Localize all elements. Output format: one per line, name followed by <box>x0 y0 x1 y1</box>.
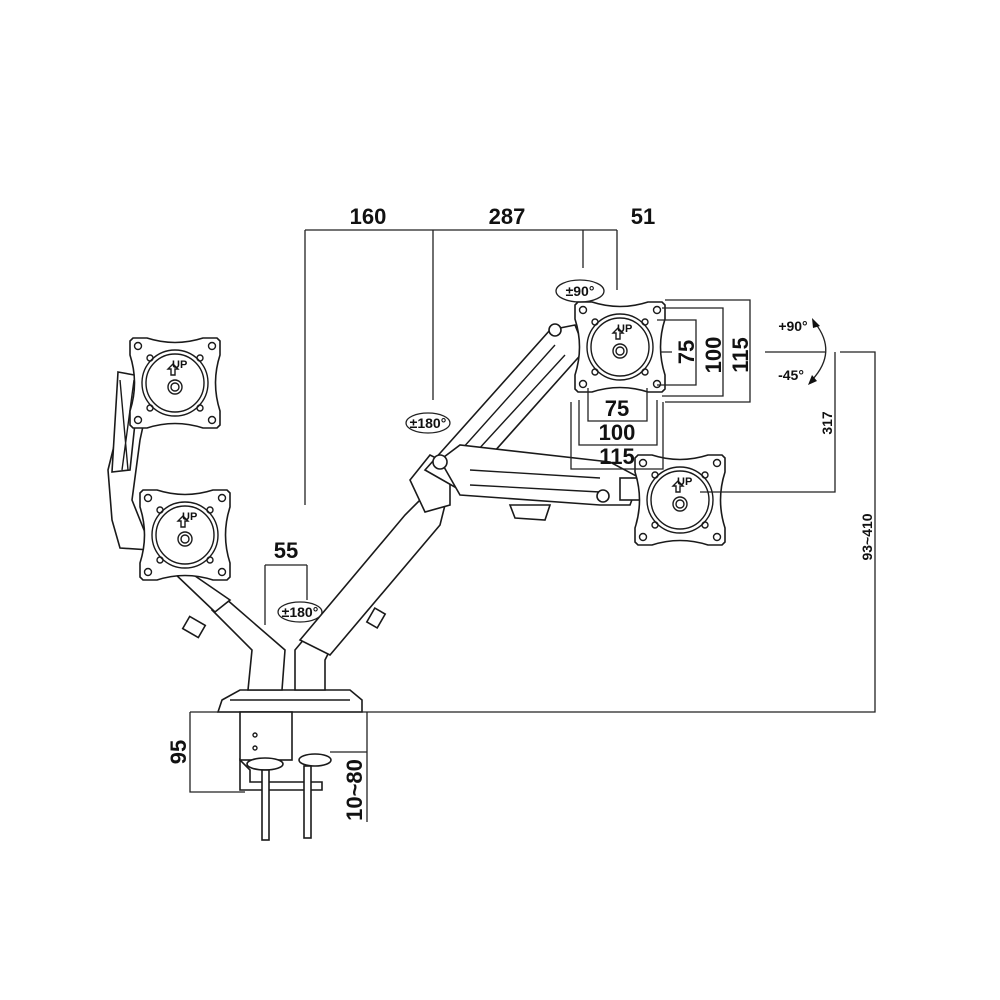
plate-up-label: UP <box>172 359 187 371</box>
tilt-down-label: -45° <box>778 367 804 383</box>
pole-gap-dimension: 55 <box>264 538 308 625</box>
plate-up-label: UP <box>182 511 197 523</box>
vesa-h-115-label: 115 <box>599 444 635 469</box>
vesa-horizontal-dimensions: 75 100 115 <box>570 388 664 470</box>
rotate-plate-label: ±90° <box>566 283 595 299</box>
vesa-plate-right-top <box>574 301 666 393</box>
vesa-v-75-label: 75 <box>674 340 699 364</box>
vesa-plate-left-top <box>129 337 221 429</box>
tilt-indicator: +90° -45° <box>765 318 827 385</box>
swivel-arm-label: ±180° <box>410 415 447 431</box>
height-dimensions: 317 93~410 <box>340 351 876 713</box>
left-pole <box>210 596 286 691</box>
clamp-dimensions: 95 10~80 <box>166 711 368 822</box>
swivel-arm-indicator: ±180° <box>405 412 451 434</box>
height-317-label: 317 <box>819 411 835 435</box>
rotation-plate-indicator: ±90° <box>555 279 605 303</box>
vesa-h-75-label: 75 <box>605 396 629 421</box>
swivel-base-indicator: ±180° <box>277 601 323 623</box>
vesa-vertical-dimensions: 75 100 115 <box>657 299 753 403</box>
swivel-base-label: ±180° <box>282 604 319 620</box>
vesa-h-100-label: 100 <box>599 420 636 445</box>
vesa-plate-left-bottom <box>139 489 231 581</box>
reach-160-label: 160 <box>350 204 387 229</box>
plate-up-label: UP <box>677 476 692 488</box>
base-plate <box>216 689 363 713</box>
plate-up-label: UP <box>617 323 632 335</box>
reach-287-label: 287 <box>489 204 526 229</box>
desk-thickness-label: 10~80 <box>342 759 367 821</box>
clamp-height-label: 95 <box>166 740 191 764</box>
reach-51-label: 51 <box>631 204 655 229</box>
pole-gap-label: 55 <box>274 538 298 563</box>
clamp-bolt <box>261 769 270 841</box>
desk-clamp <box>216 689 363 841</box>
tilt-up-label: +90° <box>778 318 807 334</box>
clamp-bolt <box>303 765 312 839</box>
vesa-v-115-label: 115 <box>728 337 753 373</box>
vesa-v-100-label: 100 <box>701 337 726 374</box>
height-range-label: 93~410 <box>859 513 875 560</box>
reach-dimensions: 160 287 51 <box>304 204 655 505</box>
